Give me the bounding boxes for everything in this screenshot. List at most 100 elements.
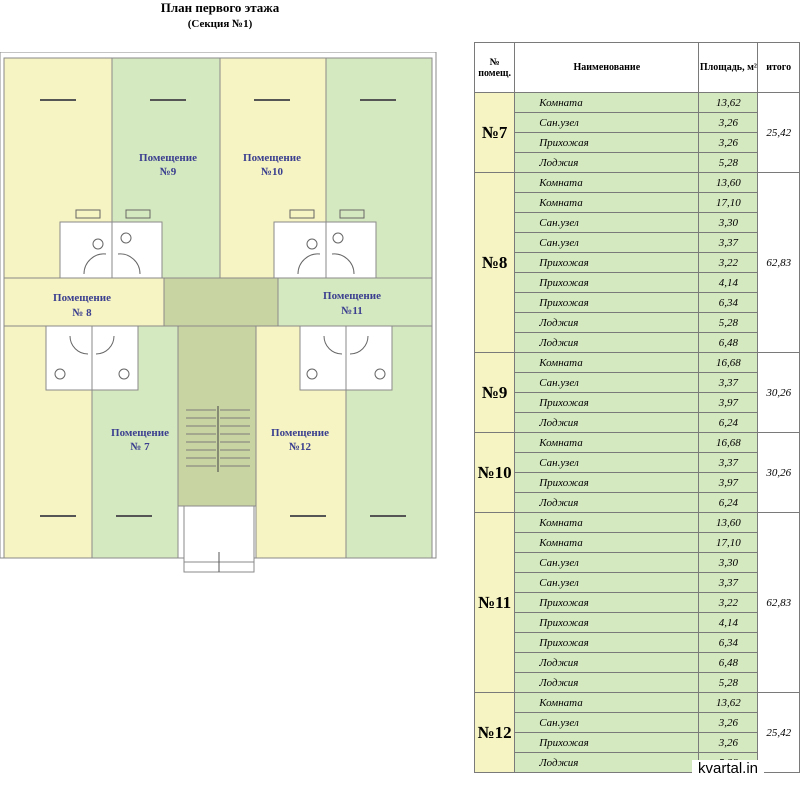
- room-name-cell: Прихожая: [514, 252, 700, 273]
- room-area-cell: 6,48: [698, 332, 759, 353]
- room-12-label: Помещение: [271, 427, 329, 439]
- header-name: Наименование: [514, 42, 700, 93]
- room-12-number: №12: [289, 441, 312, 453]
- apartment-total: 30,26: [757, 352, 800, 433]
- room-name-cell: Прихожая: [514, 612, 700, 633]
- room-name-cell: Комната: [514, 432, 700, 453]
- room-11-label: Помещение: [323, 290, 381, 302]
- room-area-cell: 3,26: [698, 132, 759, 153]
- room-name-cell: Лоджия: [514, 672, 700, 693]
- room-area-cell: 16,68: [698, 352, 759, 373]
- room-name-cell: Комната: [514, 352, 700, 373]
- apartment-number: №8: [473, 172, 516, 353]
- room-area-cell: 3,37: [698, 572, 759, 593]
- room-name-cell: Комната: [514, 512, 700, 533]
- room-name-cell: Сан.узел: [514, 112, 700, 133]
- bathrooms-top: [59, 209, 377, 279]
- room-area-cell: 3,30: [698, 212, 759, 233]
- stair-steps: [186, 406, 250, 472]
- bathrooms-bottom: [45, 325, 393, 391]
- room-area-cell: 6,24: [698, 492, 759, 513]
- apartment-number: №10: [473, 432, 516, 513]
- room-10-number: №10: [261, 166, 284, 178]
- room-11-hall: [277, 277, 433, 327]
- room-name-cell: Лоджия: [514, 312, 700, 333]
- apartment-number: №7: [473, 92, 516, 173]
- header-area: Площадь, м²: [698, 42, 759, 93]
- apartment-total: 25,42: [757, 92, 800, 173]
- room-name-cell: Сан.узел: [514, 552, 700, 573]
- room-area-cell: 3,22: [698, 592, 759, 613]
- header-total: итого: [757, 42, 800, 93]
- room-area-cell: 17,10: [698, 532, 759, 553]
- room-name-cell: Лоджия: [514, 332, 700, 353]
- room-name-cell: Комната: [514, 192, 700, 213]
- room-area-cell: 3,37: [698, 452, 759, 473]
- room-area-cell: 3,26: [698, 112, 759, 133]
- room-area-cell: 5,28: [698, 672, 759, 693]
- apartment-total: 62,83: [757, 172, 800, 353]
- room-name-cell: Сан.узел: [514, 572, 700, 593]
- room-name-cell: Комната: [514, 532, 700, 553]
- room-8-number: № 8: [72, 307, 92, 319]
- room-name-cell: Прихожая: [514, 632, 700, 653]
- apartment-number: №11: [473, 512, 516, 693]
- floor-plan: Помещение №9 Помещение №10 Помещение № 8…: [0, 52, 437, 573]
- room-name-cell: Лоджия: [514, 652, 700, 673]
- room-name-cell: Сан.узел: [514, 712, 700, 733]
- page-subtitle: (Секция №1): [187, 18, 253, 30]
- room-name-cell: Прихожая: [514, 292, 700, 313]
- room-name-cell: Прихожая: [514, 472, 700, 493]
- room-name-cell: Комната: [514, 172, 700, 193]
- room-area-cell: 6,34: [698, 632, 759, 653]
- room-10-label: Помещение: [243, 152, 301, 164]
- room-area-cell: 6,24: [698, 412, 759, 433]
- room-9-label: Помещение: [139, 152, 197, 164]
- room-7-label: Помещение: [111, 427, 169, 439]
- room-area-cell: 3,97: [698, 472, 759, 493]
- room-name-cell: Сан.узел: [514, 232, 700, 253]
- room-area-cell: 3,26: [698, 712, 759, 733]
- room-area-cell: 3,30: [698, 552, 759, 573]
- room-area-cell: 3,37: [698, 232, 759, 253]
- watermark: kvartal.in: [692, 760, 765, 777]
- room-area-cell: 5,28: [698, 312, 759, 333]
- room-name-cell: Лоджия: [514, 492, 700, 513]
- room-name-cell: Комната: [514, 92, 700, 113]
- room-area-cell: 5,28: [698, 152, 759, 173]
- apartment-number: №12: [473, 692, 516, 773]
- room-area-cell: 6,48: [698, 652, 759, 673]
- room-area-cell: 3,37: [698, 372, 759, 393]
- room-area-cell: 4,14: [698, 612, 759, 633]
- room-name-cell: Сан.узел: [514, 212, 700, 233]
- room-name-cell: Сан.узел: [514, 372, 700, 393]
- room-area-cell: 3,26: [698, 732, 759, 753]
- room-9-number: №9: [160, 166, 177, 178]
